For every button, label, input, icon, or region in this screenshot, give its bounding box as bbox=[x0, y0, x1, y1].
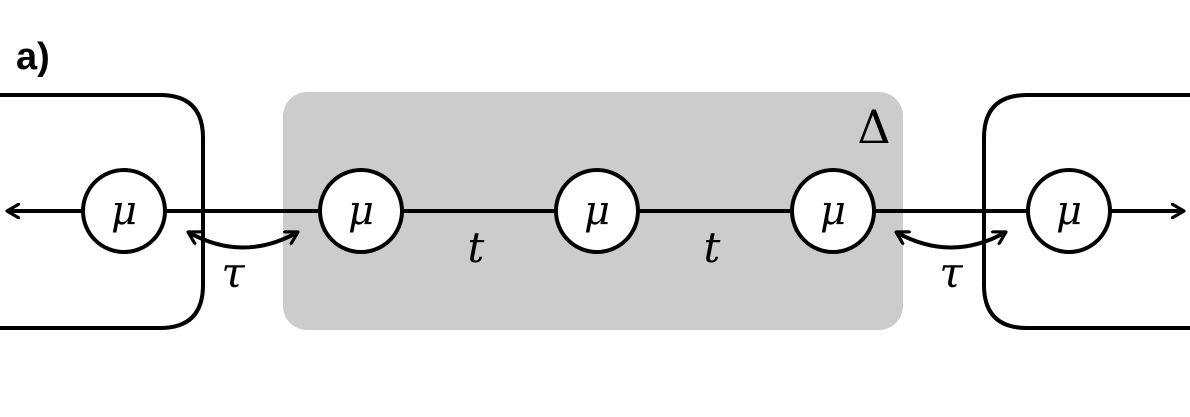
node-label: μ bbox=[348, 188, 374, 234]
node-label: μ bbox=[1056, 188, 1082, 234]
node-dot-3: μ bbox=[790, 168, 876, 254]
node-lead-left: μ bbox=[81, 168, 167, 254]
node-label: μ bbox=[820, 188, 846, 234]
tunnel-coupling-label-left: τ bbox=[221, 248, 245, 297]
central-region-label: Δ bbox=[857, 100, 890, 154]
node-label: μ bbox=[111, 188, 137, 234]
tunnel-coupling-label-right: τ bbox=[939, 248, 963, 297]
node-dot-1: μ bbox=[318, 168, 404, 254]
tunnel-coupling-arrow-right bbox=[896, 232, 1006, 250]
node-label: μ bbox=[584, 188, 610, 234]
panel-label: a) bbox=[16, 36, 50, 78]
tunnel-coupling-arrow-left bbox=[188, 232, 298, 250]
node-dot-2: μ bbox=[554, 168, 640, 254]
hopping-label-t-2: t bbox=[704, 223, 721, 272]
hopping-label-t-1: t bbox=[468, 223, 485, 272]
node-lead-right: μ bbox=[1026, 168, 1112, 254]
